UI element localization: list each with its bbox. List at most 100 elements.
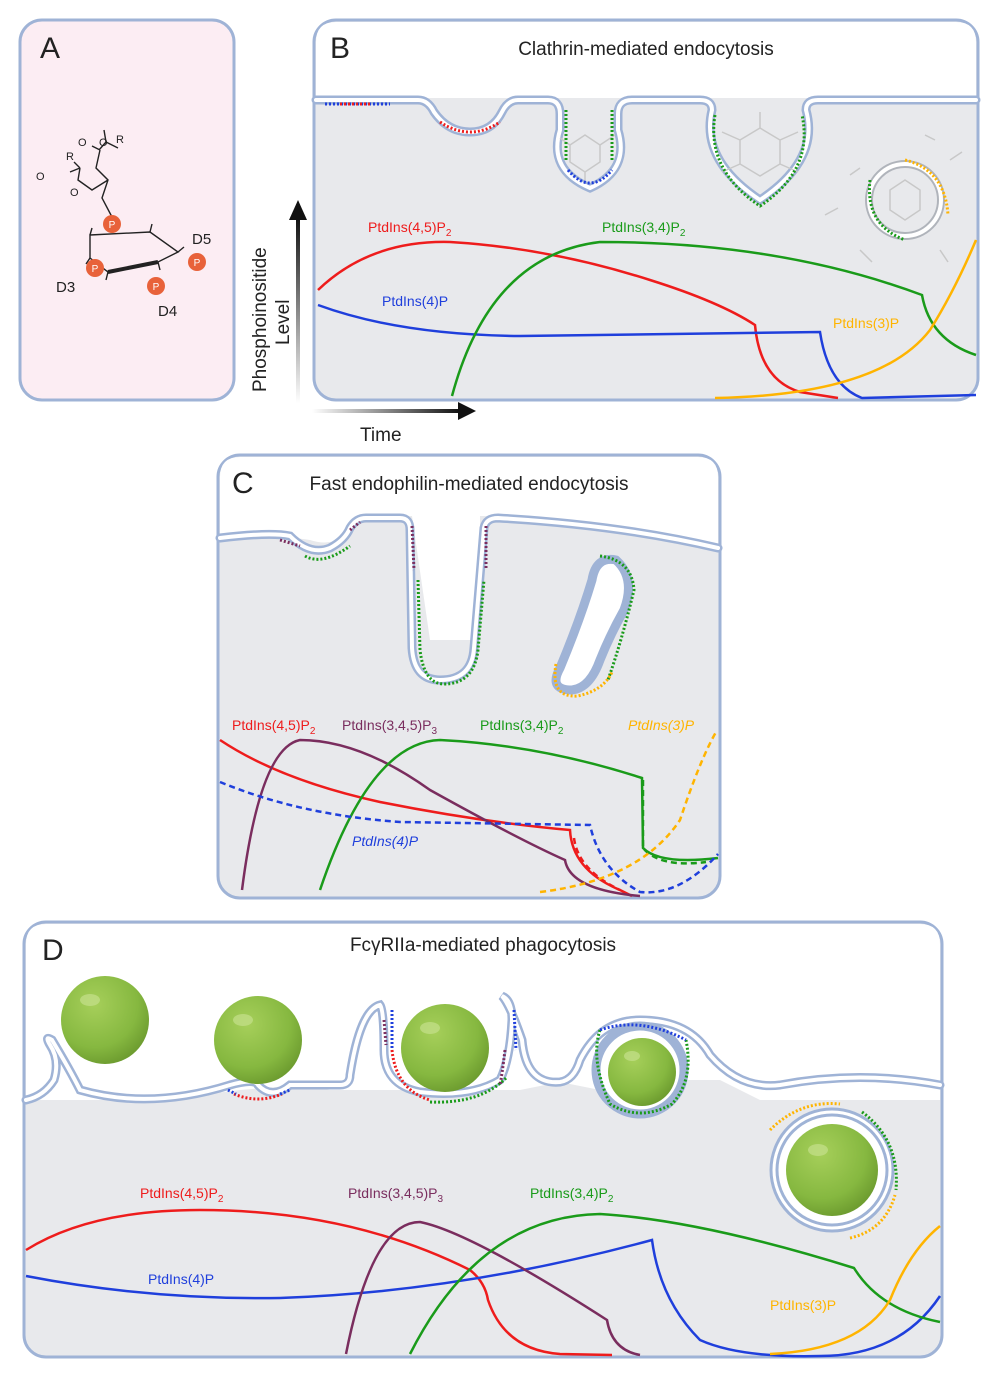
pi4p-coat [390,1009,518,1051]
pip3-coat [349,520,488,571]
panel-b: B Clathrin-mediated endocytosis [311,18,981,402]
panel-a-letter: A [40,32,60,65]
pi4p-curve [317,303,977,400]
panel-a: A O O R R O O P P P P D3 D4 D [18,18,236,402]
pi34p2-coat [712,114,806,208]
pi4p-curve [25,1238,942,1358]
extracellular-space [220,457,718,640]
phosphate-label: P [194,258,201,269]
panel-a-frame [18,18,236,402]
panel-d-pi4p-label: PtdIns(4)P [148,1271,214,1287]
panel-c-pip3-label: PtdIns(3,4,5)P3 [342,717,438,737]
pi45p2-coat [233,1092,283,1101]
bead-icon [61,976,149,1064]
panel-d-pi45p2-label: PtdIns(4,5)P2 [140,1185,224,1205]
phagosome-membrane-inner [772,1110,892,1230]
pi3p-curve [714,239,978,400]
pi45p2-curve [219,738,633,898]
pi34p2-coat [304,544,351,561]
y-axis-arrow [296,218,300,403]
panel-d-title: FcγRIIa-mediated phagocytosis [350,935,616,956]
pi4p-curve [219,780,719,894]
y-axis-arrowhead-icon [289,200,307,220]
pi34p2-coat [599,554,636,681]
panel-b-curves [317,239,978,400]
pip3-coat [498,1049,507,1086]
oxygen-label-4: O [70,187,79,199]
pi4p-coat [227,1088,291,1096]
panel-d-pi3p-label: PtdIns(3)P [770,1297,836,1313]
x-axis-label: Time [360,425,402,446]
oxygen-label: O [99,137,108,149]
bead-icon [786,1124,878,1216]
panel-c-pi4p-label: PtdIns(4)P [352,833,419,849]
phosphate-icon-d5: P [188,253,206,271]
pi45p2-curve-dashed [572,837,621,892]
pi4p-coat [599,1023,687,1042]
bead-icon [401,1004,489,1092]
pi34p2-coat [861,1110,898,1191]
x-axis-arrow [312,409,460,413]
panel-c-pi3p-label: PtdIns(3)P [628,717,695,733]
panel-b-title: Clathrin-mediated endocytosis [518,39,774,60]
pip3-coat [382,1019,388,1046]
phosphate-label: P [109,220,116,231]
pi3p-coat [849,1194,897,1240]
pi34p2-curve-dashed [641,780,707,865]
panel-c-pi45p2-label: PtdIns(4,5)P2 [232,717,316,737]
pi45p2-coat [439,120,501,134]
panel-c-title: Fast endophilin-mediated endocytosis [310,474,629,495]
pi34p2-coat [429,1076,508,1104]
pi45p2-curve [25,1208,613,1357]
phosphoinositide-structure [69,129,185,281]
panel-b-pi45p2-label: PtdIns(4,5)P2 [368,219,452,239]
pi34p2-curve [450,240,977,397]
pi34p2-coat [564,110,614,160]
phosphate-label: P [92,264,99,275]
panel-b-pi34p2-label: PtdIns(3,4)P2 [602,219,686,239]
pip3-curve [240,738,641,898]
panel-b-letter: B [330,32,350,65]
pi34p2-coat [416,579,486,686]
pi34p2-curve [408,1212,941,1355]
panel-b-frame [312,18,980,402]
d3-label: D3 [56,279,75,296]
pi34p2-coat [867,179,906,242]
panel-d-pip3-label: PtdIns(3,4,5)P3 [348,1185,444,1205]
oxygen-label-2: O [78,137,87,149]
x-axis-arrowhead-icon [458,402,476,420]
axes: Phosphoinositide Level Time [250,200,476,446]
pip3-coat [279,538,301,548]
pi45p2-curve [317,240,839,400]
r-group-label-2: R [66,151,74,163]
r-group-label: R [116,134,124,146]
d5-label: D5 [192,231,211,248]
pi34p2-curve [318,738,719,891]
pi4p-coat [566,169,614,185]
pi34p2-coat [595,1029,690,1115]
phosphate-icon-d3: P [86,259,104,277]
bead-icon [214,996,302,1084]
panel-d-pi34p2-label: PtdIns(3,4)P2 [530,1185,614,1205]
plasma-membrane [21,991,945,1105]
panel-b-pi4p-label: PtdIns(4)P [382,293,448,309]
pip3-curve [344,1220,641,1357]
plasma-membrane [215,513,723,695]
panel-b-pi3p-label: PtdIns(3)P [833,315,899,331]
extracellular-space [316,22,976,98]
phosphate-icon-d1: P [103,215,121,233]
y-axis-label-line2: Level [273,300,294,345]
clathrin-cage-icon [559,112,963,263]
pi3p-coat [553,663,614,698]
panel-d-curves [25,1208,942,1358]
panel-c-curves [219,731,719,898]
y-axis-label: Phosphoinositide [250,247,271,392]
panel-d: D FcγRIIa-mediated phagocytosis [21,920,945,1359]
oxygen-label-3: O [36,171,45,183]
panel-c-letter: C [232,467,254,500]
pi3p-curve [539,731,718,894]
bead-icon [608,1038,676,1106]
panel-c: C Fast endophilin-mediated endocytosis P… [215,453,723,900]
pi3p-curve [769,1225,941,1356]
